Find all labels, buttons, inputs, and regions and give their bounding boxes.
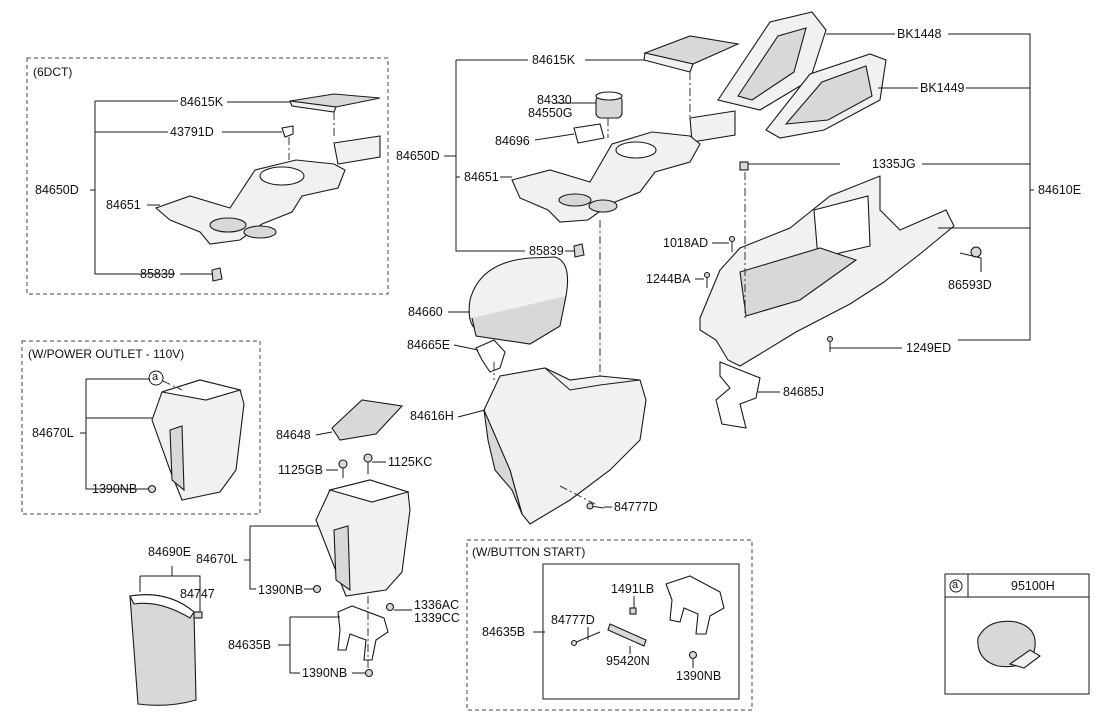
part-84777d-screw xyxy=(586,502,605,510)
group-box-6dct xyxy=(26,57,389,295)
label-1491lb: 1491LB xyxy=(611,582,655,596)
label-85839-6dct: 85839 xyxy=(140,267,175,281)
part-84615k-center xyxy=(643,35,740,73)
label-86593d: 86593D xyxy=(948,278,992,292)
label-84615k-center: 84615K xyxy=(532,53,576,67)
part-84670l-center xyxy=(315,479,411,597)
part-1244ba-screw xyxy=(703,271,711,288)
label-1335jg: 1335JG xyxy=(872,157,916,171)
label-84616h: 84616H xyxy=(410,409,454,423)
part-85839-6dct xyxy=(211,267,223,282)
legend-circle-letter: a xyxy=(952,579,959,591)
shift-cover-6dct xyxy=(333,135,381,165)
label-callout-a: a xyxy=(152,371,159,383)
label-84696: 84696 xyxy=(495,134,530,148)
label-84635b-center: 84635B xyxy=(228,638,272,652)
label-84660: 84660 xyxy=(408,305,443,319)
label-84635b-button: 84635B xyxy=(482,625,526,639)
part-95420n-bracket xyxy=(607,623,647,647)
part-1018ad-screw xyxy=(728,235,736,252)
part-43791d xyxy=(281,125,294,138)
label-84550g: 84550G xyxy=(528,106,573,120)
label-84777d-button: 84777D xyxy=(551,613,595,627)
part-84665e xyxy=(475,339,506,373)
part-1491lb-clip xyxy=(629,607,637,615)
label-1339cc: 1339CC xyxy=(414,611,460,625)
callout-circle-a-power xyxy=(148,370,164,386)
label-1125kc: 1125KC xyxy=(388,455,433,469)
label-84690e: 84690E xyxy=(148,545,192,559)
label-1390nb-button: 1390NB xyxy=(676,669,722,683)
label-84330: 84330 xyxy=(537,93,572,107)
label-84610e: 84610E xyxy=(1038,183,1082,197)
legend-circle-a xyxy=(949,579,963,593)
part-84690e-cover xyxy=(129,594,197,706)
part-95100h-key xyxy=(977,620,1041,669)
shift-cover-center xyxy=(689,110,736,143)
part-84616h-console xyxy=(483,367,647,525)
label-1249ed: 1249ED xyxy=(906,341,952,355)
part-84696 xyxy=(573,123,605,144)
part-1249ed-screw xyxy=(826,335,834,352)
label-84665e: 84665E xyxy=(407,338,451,352)
label-84685j: 84685J xyxy=(783,385,825,399)
label-1390nb-center: 1390NB xyxy=(258,583,304,597)
legend-part-number: 95100H xyxy=(1011,579,1055,593)
part-1390nb-button xyxy=(688,650,698,660)
label-84651-center: 84651 xyxy=(464,170,499,184)
part-main-console-rear xyxy=(699,175,955,367)
part-85839-center xyxy=(573,243,585,258)
part-84660-armrest xyxy=(468,256,569,345)
part-1125kc-screw xyxy=(363,453,373,474)
group-title-power-outlet: (W/POWER OUTLET - 110V) xyxy=(28,347,185,361)
part-84648-lid xyxy=(331,399,404,441)
label-84650d-center: 84650D xyxy=(396,149,440,163)
part-1125gb-screw xyxy=(338,459,348,478)
label-84777d-center: 84777D xyxy=(614,500,658,514)
label-84615k-6dct: 84615K xyxy=(180,95,224,109)
part-1390nb-center xyxy=(312,584,322,594)
part-bk1448-trim xyxy=(717,11,827,111)
label-1390nb-power: 1390NB xyxy=(92,482,138,496)
label-1244ba: 1244BA xyxy=(646,272,691,286)
label-84747: 84747 xyxy=(180,587,215,601)
label-43791d: 43791D xyxy=(170,125,214,139)
group-box-button-start xyxy=(466,539,753,711)
label-1336ac: 1336AC xyxy=(414,598,460,612)
label-84650d-6dct: 84650D xyxy=(35,183,79,197)
group-title-button-start: (W/BUTTON START) xyxy=(472,545,586,559)
part-84747-clip xyxy=(193,611,203,619)
label-84670l-power: 84670L xyxy=(32,426,74,440)
part-84651-center xyxy=(511,131,701,223)
group-box-power-outlet xyxy=(21,340,261,515)
part-1335jg-clip xyxy=(739,161,749,171)
part-1390nb-lower xyxy=(364,668,374,678)
label-1390nb-lower: 1390NB xyxy=(302,666,348,680)
part-1336ac-nut xyxy=(385,602,395,612)
label-85839-center: 85839 xyxy=(529,244,564,258)
part-84615k-6dct xyxy=(289,93,381,113)
label-84648: 84648 xyxy=(276,428,311,442)
part-84330-cupholder-insert xyxy=(595,91,623,119)
label-bk1449: BK1449 xyxy=(920,81,965,95)
label-95420n: 95420N xyxy=(606,654,650,668)
label-84670l-center: 84670L xyxy=(196,552,238,566)
part-bk1449-trim xyxy=(765,53,887,139)
label-bk1448: BK1448 xyxy=(897,27,942,41)
part-84635b-bracket xyxy=(337,605,389,661)
group-title-6dct: (6DCT) xyxy=(33,65,73,79)
label-84651-6dct: 84651 xyxy=(106,198,141,212)
part-84777d-screw-button xyxy=(570,631,601,647)
label-1125gb: 1125GB xyxy=(278,463,323,477)
legend-box xyxy=(944,573,1090,695)
part-84670l-power xyxy=(151,379,245,501)
part-84651-6dct xyxy=(154,159,346,245)
part-1390nb-power xyxy=(147,484,157,494)
label-1018ad: 1018AD xyxy=(663,236,709,250)
part-84635b-bracket-button xyxy=(665,575,725,635)
part-84685j-bracket xyxy=(715,361,761,429)
